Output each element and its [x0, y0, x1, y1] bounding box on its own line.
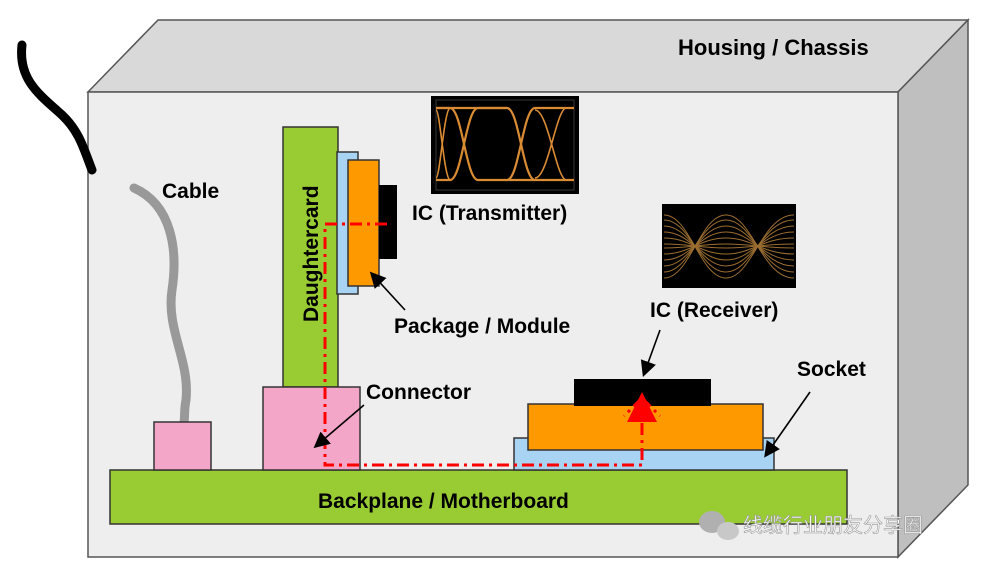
socket-pointer [764, 391, 811, 458]
internal-cable [129, 183, 191, 427]
housing-label: Housing / Chassis [678, 35, 869, 60]
socket-label: Socket [797, 358, 866, 381]
receiver-package [527, 403, 764, 451]
receiver-pointer [640, 329, 661, 378]
package-pointer [369, 271, 406, 311]
connector-label: Connector [366, 381, 471, 404]
transmitter-ic [379, 185, 397, 259]
cable-connector [153, 421, 212, 471]
ic-transmitter-label: IC (Transmitter) [412, 202, 567, 225]
transmitter-eye-diagram [431, 96, 579, 194]
receiver-eye-diagram [662, 204, 796, 288]
card-connector [262, 386, 361, 471]
chat-bubble-icon [699, 511, 739, 540]
cable-label: Cable [162, 180, 219, 203]
package-module-label: Package / Module [394, 315, 570, 338]
ic-receiver-label: IC (Receiver) [650, 299, 778, 322]
watermark: 线缆行业朋友分享圈 [699, 511, 923, 540]
external-cable [17, 40, 97, 175]
housing-side-face [897, 18, 969, 559]
backplane-label: Backplane / Motherboard [318, 490, 569, 513]
pointer-arrows [313, 271, 811, 458]
watermark-text: 线缆行业朋友分享圈 [743, 513, 923, 537]
daughtercard [282, 126, 339, 388]
connector-pointer [313, 404, 365, 449]
daughtercard-label: Daughtercard [300, 185, 323, 322]
signal-path [323, 222, 662, 467]
backplane-board [109, 469, 848, 525]
